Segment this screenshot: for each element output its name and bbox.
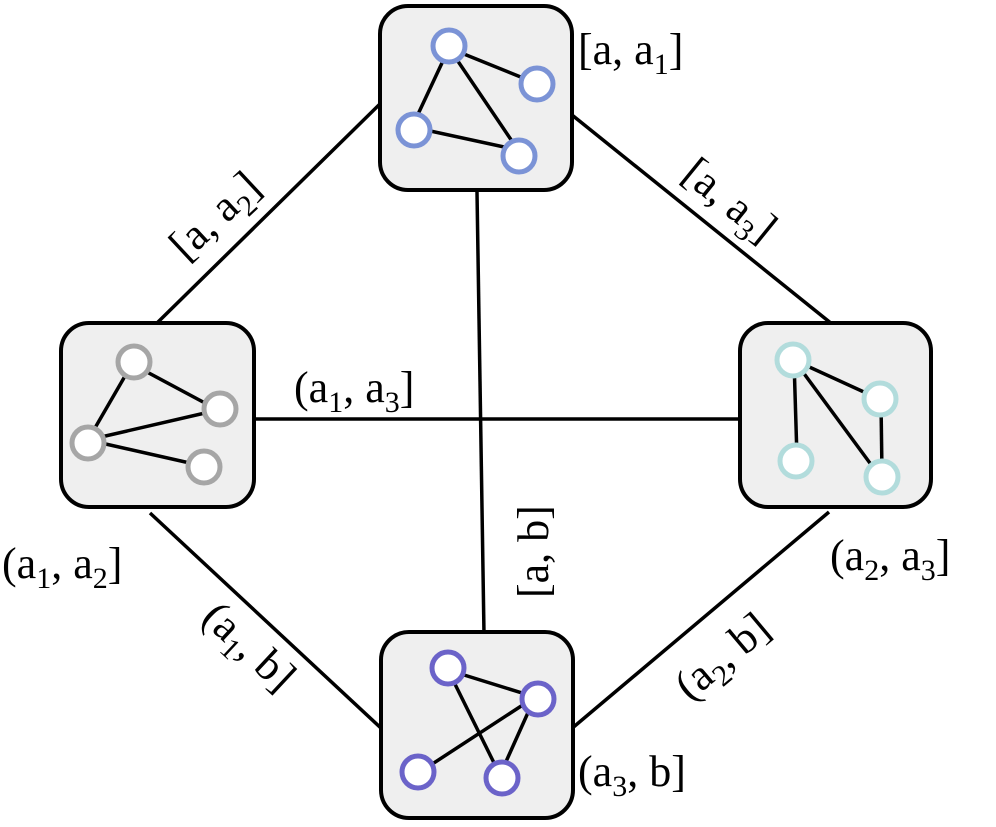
graph-node: [774, 341, 812, 379]
node-box-top: [378, 4, 574, 192]
node-box-bottom: [379, 630, 575, 820]
edge-vertical: [475, 191, 486, 635]
graph-node: [395, 111, 433, 149]
label-bottom-corner: (a3, b]: [578, 747, 686, 803]
graph-node: [483, 759, 521, 797]
graph-node: [185, 448, 223, 486]
edge-top-left: [154, 98, 386, 326]
graph-node: [399, 753, 437, 791]
graph-node: [430, 27, 468, 65]
label-top-corner: [a, a1]: [578, 25, 683, 81]
label-edge-bottom-left: (a1, b]: [188, 591, 305, 706]
edge-bottom-right: [568, 510, 831, 732]
edge-top-right: [570, 113, 834, 326]
node-box-left: [59, 321, 256, 509]
graph-node: [777, 442, 815, 480]
graph-node: [201, 390, 239, 428]
label-edge-top-left: [a, a2]: [159, 162, 274, 275]
graph-node: [115, 343, 153, 381]
graph-node: [518, 65, 556, 103]
edge-bottom-left: [148, 511, 385, 732]
label-edge-horizontal: (a1, a3]: [294, 363, 414, 419]
label-right-corner: (a2, a3]: [830, 531, 950, 587]
label-left-corner: (a1, a2]: [2, 539, 122, 595]
graph-node: [500, 137, 538, 175]
graph-node: [69, 424, 107, 462]
node-box-right: [738, 321, 933, 509]
graph-node: [429, 649, 467, 687]
graph-node: [861, 380, 899, 418]
label-edge-vertical: [a, b]: [509, 505, 558, 598]
label-edge-bottom-right: (a2, b]: [665, 603, 784, 715]
graph-node: [863, 458, 901, 496]
graph-node: [519, 680, 557, 718]
